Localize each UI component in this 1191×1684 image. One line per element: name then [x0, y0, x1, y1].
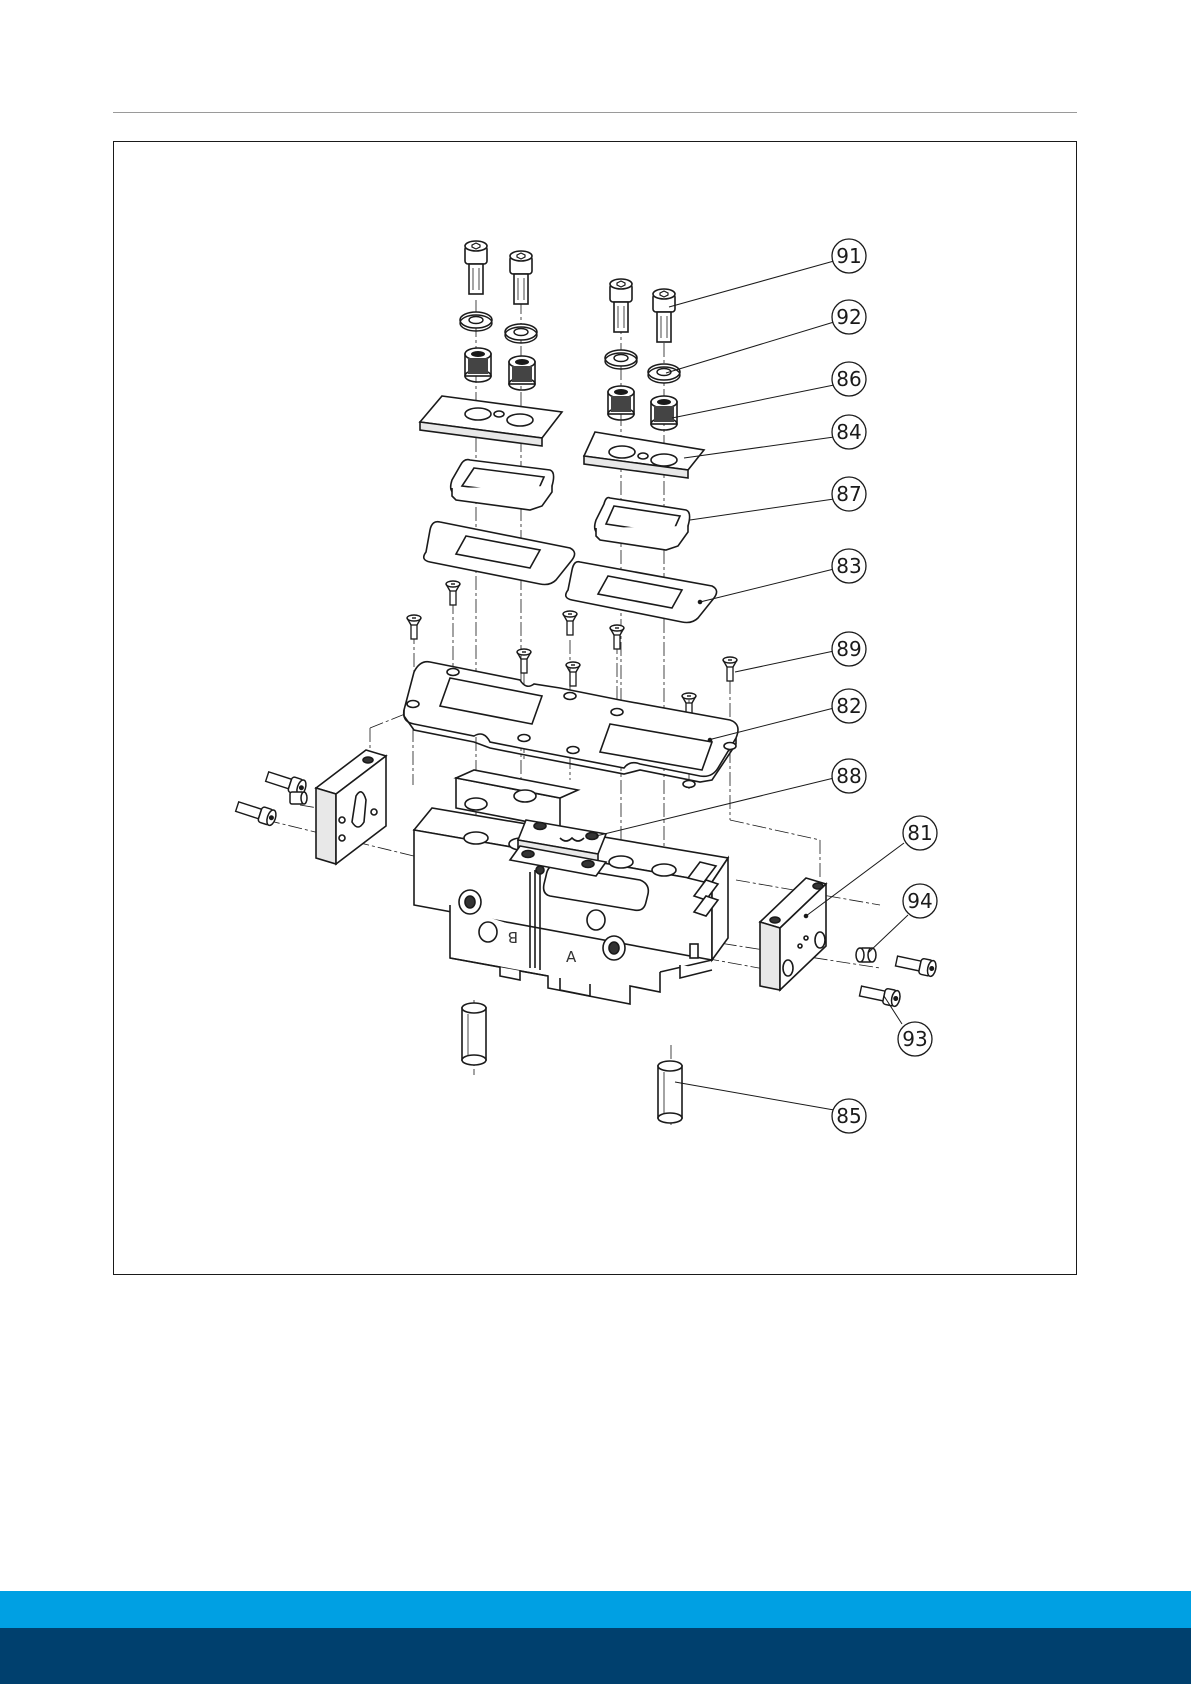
countersunk-screw-icon — [610, 625, 624, 649]
callout-88: 88 — [832, 759, 866, 793]
clamp-plate-right — [584, 432, 704, 478]
callout-label: 94 — [907, 889, 932, 913]
left-end-plate — [316, 750, 386, 864]
callout-label: 82 — [836, 694, 861, 718]
countersunk-screw-icon — [446, 581, 460, 605]
callout-label: 87 — [836, 482, 861, 506]
callout-label: 81 — [907, 821, 932, 845]
small-nut-left — [290, 792, 307, 804]
clamp-plate-left — [420, 396, 562, 446]
callout-82: 82 — [832, 689, 866, 723]
countersunk-screw-icon — [407, 615, 421, 639]
callout-label: 88 — [836, 764, 861, 788]
washer-icon — [648, 364, 680, 383]
callout-label: 93 — [902, 1027, 927, 1051]
washer-icon — [605, 350, 637, 369]
footer-band-light — [0, 1591, 1191, 1628]
dowel-pin-icon — [462, 1003, 486, 1065]
callout-label: 85 — [836, 1104, 861, 1128]
washer-icon — [505, 324, 537, 343]
callout-81: 81 — [903, 816, 937, 850]
cap-screw-icon — [610, 279, 632, 332]
callout-91: 91 — [832, 239, 866, 273]
callout-86: 86 — [832, 362, 866, 396]
callout-89: 89 — [832, 632, 866, 666]
side-screw-icon — [235, 799, 278, 827]
footer-band-dark — [0, 1628, 1191, 1684]
callout-92: 92 — [832, 300, 866, 334]
seal-ring-right — [595, 498, 690, 550]
side-screw-icon — [895, 953, 937, 977]
countersunk-screw-icon — [566, 662, 580, 686]
gasket-right — [566, 562, 717, 623]
callout-87: 87 — [832, 477, 866, 511]
main-body — [414, 770, 728, 1004]
callout-label: 89 — [836, 637, 861, 661]
callout-83: 83 — [832, 549, 866, 583]
callout-93: 93 — [898, 1022, 932, 1056]
callout-85: 85 — [832, 1099, 866, 1133]
callout-label: 92 — [836, 305, 861, 329]
cap-screw-icon — [465, 241, 487, 294]
callout-label: 84 — [836, 420, 861, 444]
callout-label: 91 — [836, 244, 861, 268]
callout-84: 84 — [832, 415, 866, 449]
cap-screw-icon — [653, 289, 675, 342]
sleeve-icon — [465, 348, 491, 382]
gasket-left — [424, 522, 575, 585]
callout-label: 83 — [836, 554, 861, 578]
right-end-plate — [760, 878, 826, 990]
side-screw-icon — [859, 983, 901, 1007]
callout-94: 94 — [903, 884, 937, 918]
seal-ring-left — [451, 460, 554, 510]
countersunk-screw-icon — [563, 611, 577, 635]
countersunk-screw-icon — [517, 649, 531, 673]
dowel-pin-icon — [658, 1061, 682, 1123]
sleeve-icon — [509, 356, 535, 390]
washer-icon — [460, 312, 492, 331]
cap-screw-icon — [510, 251, 532, 304]
nut-94 — [856, 948, 876, 962]
port-b-label: B — [508, 928, 518, 946]
countersunk-screw-icon — [723, 657, 737, 681]
port-a-label: A — [566, 948, 577, 966]
callout-label: 86 — [836, 367, 861, 391]
